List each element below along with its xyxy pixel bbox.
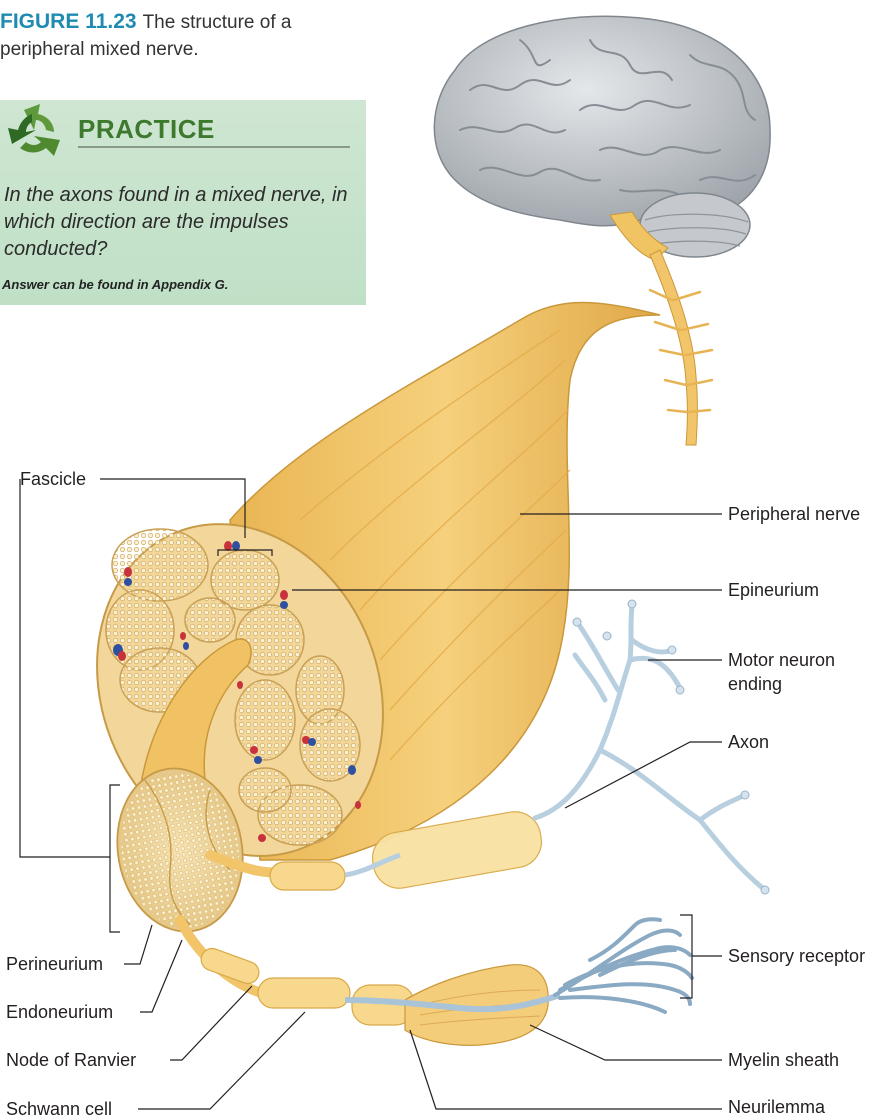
spinal-cord-illustration	[650, 250, 712, 445]
figure-number: FIGURE 11.23	[0, 10, 137, 33]
label-axon: Axon	[728, 731, 769, 753]
label-fascicle: Fascicle	[20, 468, 86, 490]
sensory-neuron-illustration	[180, 919, 692, 1045]
practice-title: PRACTICE	[78, 114, 215, 145]
label-motor-neuron-ending-line2: ending	[728, 673, 782, 695]
label-peripheral-nerve: Peripheral nerve	[728, 503, 860, 525]
label-perineurium: Perineurium	[6, 953, 103, 975]
practice-box: PRACTICE In the axons found in a mixed n…	[0, 100, 366, 305]
brain-illustration	[434, 16, 770, 260]
practice-question: In the axons found in a mixed nerve, in …	[4, 182, 360, 263]
label-motor-neuron-ending-line1: Motor neuron	[728, 649, 835, 671]
practice-answer-note: Answer can be found in Appendix G.	[2, 277, 228, 292]
recycle-arrows-icon	[4, 100, 68, 164]
label-sensory-receptor: Sensory receptor	[728, 945, 865, 967]
label-endoneurium: Endoneurium	[6, 1001, 113, 1023]
label-node-of-ranvier: Node of Ranvier	[6, 1049, 136, 1071]
label-myelin-sheath: Myelin sheath	[728, 1049, 839, 1071]
label-epineurium: Epineurium	[728, 579, 819, 601]
label-schwann-cell: Schwann cell	[6, 1098, 112, 1120]
label-neurilemma: Neurilemma	[728, 1096, 825, 1118]
practice-divider	[78, 146, 350, 148]
